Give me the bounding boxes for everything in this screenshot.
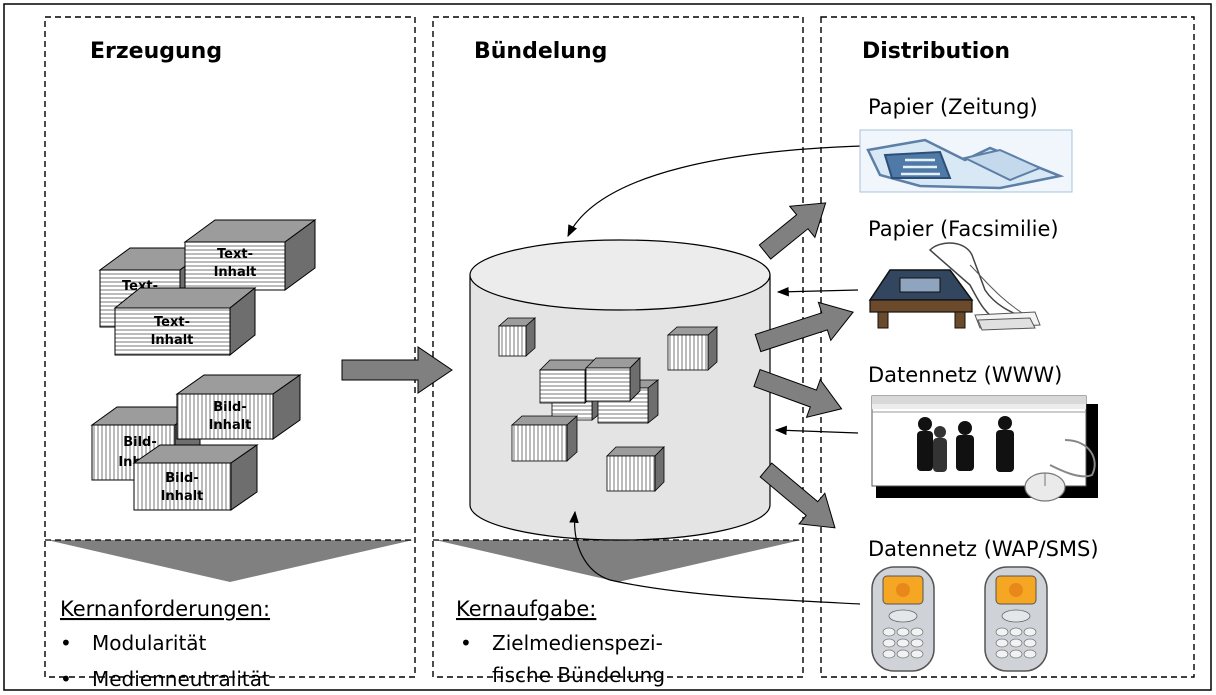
bullet-dot: • (460, 631, 472, 655)
channel-label-facsimilie: Papier (Facsimilie) (868, 217, 1059, 241)
box-label-line1: Bild- (123, 435, 157, 450)
newspaper-icon (859, 129, 1073, 193)
arrow-to-facsimilie (754, 301, 854, 353)
mobile-phone-icon (984, 566, 1048, 672)
bullet-modularitaet: Modularität (92, 631, 207, 655)
bullet-dot: • (60, 631, 72, 655)
channel-label-www: Datennetz (WWW) (868, 363, 1062, 387)
box-label-line2: Inhalt (209, 418, 252, 433)
feedback-arrow-wap-sms (569, 510, 861, 605)
heading-kernaufgabe: Kernaufgabe: (456, 597, 596, 621)
channel-label-zeitung: Papier (Zeitung) (868, 95, 1038, 119)
arrow-to-zeitung (758, 202, 827, 260)
content-box-bild: Bild- Inhalt (175, 374, 302, 440)
arrow-to-wap-sms (759, 462, 836, 529)
section-title-erzeugung: Erzeugung (90, 39, 222, 64)
feedback-arrow-zeitung (567, 145, 863, 238)
small-module-box (497, 317, 537, 357)
section-distribution-box (820, 16, 1195, 678)
content-box-text: Text- Inhalt (113, 286, 257, 357)
box-label-line1: Text- (154, 315, 190, 330)
bullet-medienneutralitaet: Medienneutralität (92, 667, 270, 691)
content-box-bild: Bild- Inhalt (132, 444, 259, 511)
bullet-dot: • (60, 667, 72, 691)
fax-machine-icon (868, 242, 1041, 331)
box-label-line2: Inhalt (161, 489, 204, 504)
bullet-buendelung: fische Bündelung (492, 663, 665, 687)
small-module-box (585, 357, 641, 402)
small-module-box (510, 415, 579, 462)
web-browser-icon (871, 395, 1098, 502)
small-module-box (666, 326, 719, 371)
box-label-line2: Inhalt (214, 265, 257, 280)
chevron-buendelung (435, 540, 801, 582)
box-label-line1: Text- (217, 247, 253, 262)
outer-frame (3, 3, 1212, 691)
content-box-text: Text- Inhalt (183, 219, 317, 291)
box-label-line2: Inhalt (151, 333, 194, 348)
section-title-buendelung: Bündelung (474, 39, 607, 64)
channel-label-wap-sms: Datennetz (WAP/SMS) (868, 537, 1099, 561)
mobile-phone-icon (871, 566, 935, 672)
section-title-distribution: Distribution (862, 39, 1010, 64)
box-label-line1: Bild- (213, 400, 247, 415)
box-label-line1: Bild- (165, 471, 199, 486)
arrow-to-www (753, 368, 843, 419)
heading-kernanforderungen: Kernanforderungen: (60, 597, 270, 621)
feedback-arrow-facsimilie (776, 286, 859, 297)
feedback-arrow-www (774, 425, 859, 436)
small-module-box (606, 446, 665, 492)
bullet-zielmedienspezi: Zielmedienspezi- (492, 631, 663, 655)
arrow-to-buendelung (341, 346, 453, 394)
section-buendelung-box (432, 16, 804, 678)
chevron-erzeugung (47, 540, 413, 582)
section-erzeugung-box (44, 16, 416, 678)
